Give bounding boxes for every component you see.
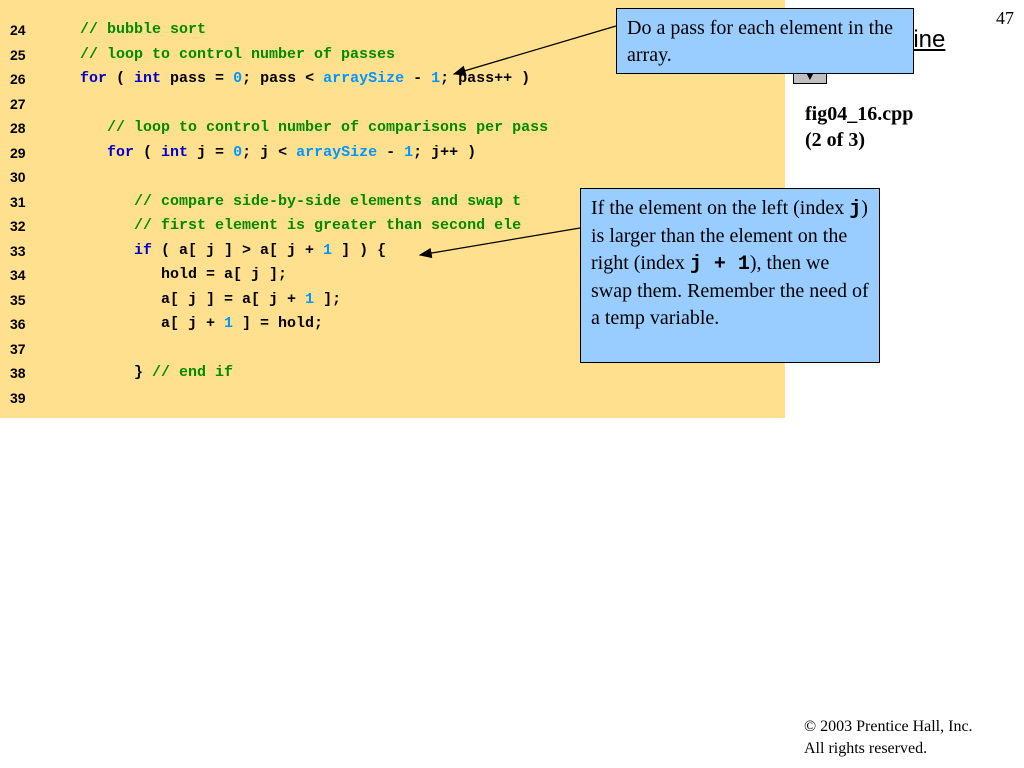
line-number: 31 bbox=[10, 193, 26, 210]
line-number: 33 bbox=[10, 242, 26, 259]
code-token: // end if bbox=[152, 364, 234, 381]
line-number: 37 bbox=[10, 340, 26, 357]
callout-swap-text-2: ) is larger than the element on the righ… bbox=[591, 197, 868, 274]
code-token: for bbox=[80, 143, 135, 161]
code-token: ] = hold; bbox=[233, 315, 324, 332]
line-number: 29 bbox=[10, 144, 26, 161]
code-text: } // end if bbox=[80, 361, 233, 385]
callout-passes-text: Do a pass for each element in the array. bbox=[627, 17, 894, 66]
code-token: // loop to control number of passes bbox=[80, 45, 396, 63]
code-token: 1 bbox=[431, 70, 441, 87]
copyright-line-2: All rights reserved. bbox=[804, 740, 928, 757]
code-token: arraySize bbox=[296, 143, 378, 161]
code-token: if bbox=[80, 241, 153, 259]
copyright-symbol: © bbox=[804, 718, 817, 735]
code-token: ]; bbox=[314, 290, 342, 308]
code-token: 1 bbox=[404, 143, 414, 161]
code-token: // loop to control number of comparisons… bbox=[80, 119, 549, 136]
line-number: 28 bbox=[10, 120, 26, 136]
code-token: // compare side-by-side elements and swa… bbox=[80, 192, 522, 210]
copyright: © 2003 Prentice Hall, Inc. All rights re… bbox=[804, 716, 973, 760]
code-token: arraySize bbox=[323, 70, 405, 87]
slide-number: 47 bbox=[996, 8, 1014, 28]
line-number: 39 bbox=[10, 389, 26, 406]
line-number: 24 bbox=[10, 22, 26, 38]
line-number: 34 bbox=[10, 267, 26, 283]
line-number: 30 bbox=[10, 169, 26, 185]
line-number: 35 bbox=[10, 291, 26, 308]
code-text: a[ j ] = a[ j + 1 ]; bbox=[80, 288, 341, 312]
code-token: // first element is greater than second … bbox=[80, 217, 522, 234]
code-token: a[ j + bbox=[80, 315, 225, 332]
code-token: - bbox=[377, 143, 405, 161]
code-token: ; pass < bbox=[242, 70, 324, 87]
code-text: // loop to control number of passes bbox=[80, 43, 395, 67]
code-token: pass = bbox=[161, 70, 234, 87]
code-text: for ( int pass = 0; pass < arraySize - 1… bbox=[80, 67, 530, 91]
file-name: fig04_16.cpp bbox=[805, 103, 914, 125]
line-number: 38 bbox=[10, 365, 26, 381]
code-token: for bbox=[80, 70, 108, 87]
code-token: hold = a[ j ]; bbox=[80, 266, 288, 283]
chevron-down-icon: ▼ bbox=[804, 71, 816, 83]
code-text: if ( a[ j ] > a[ j + 1 ] ) { bbox=[80, 239, 386, 263]
code-token: ; j < bbox=[242, 143, 297, 161]
line-number: 25 bbox=[10, 46, 26, 63]
line-number: 36 bbox=[10, 316, 26, 332]
callout-swap-code-1: j bbox=[849, 198, 862, 221]
line-number: 27 bbox=[10, 95, 26, 112]
code-token: j = bbox=[188, 143, 234, 161]
code-token: 1 bbox=[323, 241, 333, 259]
code-token: a[ j ] = a[ j + bbox=[80, 290, 306, 308]
code-text: // compare side-by-side elements and swa… bbox=[80, 190, 521, 214]
code-token: // bubble sort bbox=[80, 21, 207, 38]
code-token: ] ) { bbox=[332, 241, 387, 259]
code-token: ( bbox=[134, 143, 162, 161]
code-token: int bbox=[161, 143, 189, 161]
callout-swap-code-2: j + 1 bbox=[689, 253, 750, 276]
line-number: 32 bbox=[10, 218, 26, 234]
code-text: for ( int j = 0; j < arraySize - 1; j++ … bbox=[80, 141, 476, 165]
code-token: ( a[ j ] > a[ j + bbox=[152, 241, 324, 259]
code-token: } bbox=[80, 364, 153, 381]
code-text: // first element is greater than second … bbox=[80, 214, 521, 238]
code-text: // loop to control number of comparisons… bbox=[80, 116, 548, 140]
file-label: fig04_16.cpp (2 of 3) bbox=[805, 101, 913, 153]
code-text: a[ j + 1 ] = hold; bbox=[80, 312, 323, 336]
code-text: hold = a[ j ]; bbox=[80, 263, 287, 287]
page-info: (2 of 3) bbox=[805, 129, 865, 151]
copyright-line-1: 2003 Prentice Hall, Inc. bbox=[820, 718, 973, 735]
code-token: 1 bbox=[224, 315, 234, 332]
callout-swap: If the element on the left (index j) is … bbox=[580, 188, 880, 363]
code-token: ; pass++ ) bbox=[440, 70, 531, 87]
callout-swap-text-1: If the element on the left (index bbox=[591, 197, 850, 219]
code-token: 0 bbox=[233, 70, 243, 87]
code-token: 0 bbox=[233, 143, 243, 161]
callout-passes: Do a pass for each element in the array. bbox=[616, 8, 914, 74]
outline-link[interactable]: line bbox=[908, 26, 946, 53]
line-number: 26 bbox=[10, 71, 26, 87]
code-token: int bbox=[134, 70, 162, 87]
code-token: ; j++ ) bbox=[413, 143, 477, 161]
code-text: // bubble sort bbox=[80, 18, 206, 42]
callout-swap-text-3: ), then we swap them. Remember the need … bbox=[591, 252, 869, 329]
code-token: - bbox=[404, 70, 432, 87]
code-token: 1 bbox=[305, 290, 315, 308]
code-token: ( bbox=[107, 70, 135, 87]
